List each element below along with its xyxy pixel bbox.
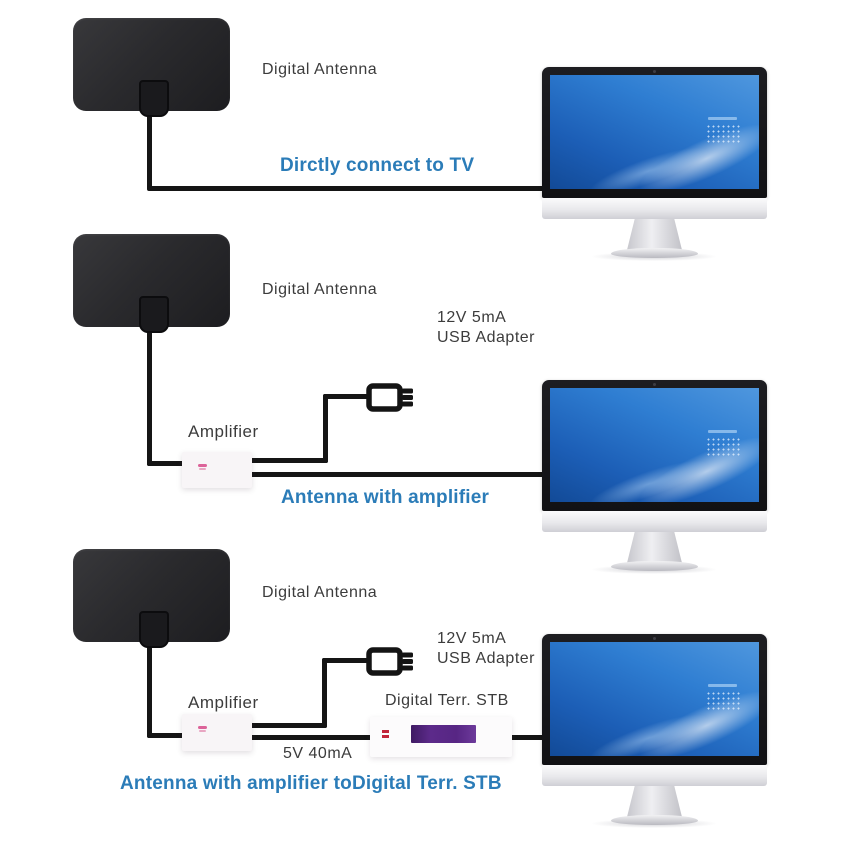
stb-box — [370, 717, 512, 757]
tv-monitor — [542, 634, 767, 832]
digital-antenna-image — [73, 549, 230, 648]
tv-screen — [550, 388, 759, 502]
antenna-cable-vertical — [147, 324, 152, 466]
tv-camera-dot — [652, 637, 656, 640]
section-caption: Antenna with amplifier toDigital Terr. S… — [120, 773, 502, 794]
tv-stand-neck — [627, 219, 682, 250]
amplifier-label: Amplifier — [188, 693, 259, 712]
wallpaper-calendar-dots — [706, 684, 742, 711]
antenna-connector — [139, 611, 169, 648]
amplifier-box — [182, 452, 252, 488]
tv-bezel — [542, 634, 767, 765]
tv-screen — [550, 75, 759, 189]
stb-purple-panel — [411, 725, 476, 743]
cable-into-amplifier — [147, 461, 192, 466]
tv-camera-dot — [652, 70, 656, 73]
tv-bezel — [542, 380, 767, 511]
digital-antenna-label: Digital Antenna — [262, 61, 378, 78]
amplifier-usb-cable-vertical — [323, 394, 328, 463]
stb-to-tv-cable — [505, 735, 545, 740]
amplifier-usb-cable-horizontal — [248, 458, 328, 463]
tv-screen — [550, 642, 759, 756]
tv-stand-base — [611, 815, 698, 825]
usb-plug-cable — [322, 658, 368, 663]
antenna-connector — [139, 296, 169, 333]
wallpaper-calendar-dots — [706, 430, 742, 457]
digital-antenna-image — [73, 18, 230, 117]
amplifier-usb-cable-horizontal — [250, 723, 327, 728]
antenna-cable-vertical — [147, 106, 152, 190]
section-caption: Antenna with amplifier — [281, 487, 490, 508]
stb-led — [382, 730, 389, 738]
stb-power-label: 5V 40mA — [283, 745, 353, 762]
tv-stand-chin — [542, 511, 767, 532]
tv-bezel — [542, 67, 767, 198]
cable-into-amplifier — [147, 733, 192, 738]
tv-monitor — [542, 67, 767, 265]
tv-stand-base — [611, 248, 698, 258]
amplifier-to-tv-cable — [248, 472, 544, 477]
wallpaper-calendar-dots — [706, 117, 742, 144]
tv-stand-neck — [627, 532, 682, 563]
usb-plug-cable — [323, 394, 368, 399]
usb-adapter-plug-icon — [366, 647, 413, 676]
amplifier-led — [198, 464, 207, 470]
tv-monitor — [542, 380, 767, 578]
amplifier-led — [198, 726, 207, 732]
tv-camera-dot — [652, 383, 656, 386]
tv-stand-chin — [542, 198, 767, 219]
amplifier-label: Amplifier — [188, 422, 259, 441]
usb-adapter-name-label: USB Adapter — [437, 329, 535, 346]
antenna-connector — [139, 80, 169, 117]
digital-antenna-image — [73, 234, 230, 333]
digital-antenna-label: Digital Antenna — [262, 584, 378, 601]
amplifier-to-stb-cable — [250, 735, 375, 740]
amplifier-box — [182, 714, 252, 751]
antenna-cable-to-tv — [147, 186, 544, 191]
tv-stand-chin — [542, 765, 767, 786]
usb-adapter-name-label: USB Adapter — [437, 650, 535, 667]
tv-stand-neck — [627, 786, 682, 817]
tv-stand-base — [611, 561, 698, 571]
amplifier-usb-cable-vertical — [322, 658, 327, 728]
usb-adapter-spec-label: 12V 5mA — [437, 630, 507, 647]
antenna-cable-vertical — [147, 636, 152, 738]
digital-antenna-label: Digital Antenna — [262, 281, 378, 298]
stb-label: Digital Terr. STB — [385, 692, 509, 709]
usb-adapter-spec-label: 12V 5mA — [437, 309, 507, 326]
usb-adapter-plug-icon — [366, 383, 413, 412]
section-caption: Dirctly connect to TV — [280, 155, 475, 176]
